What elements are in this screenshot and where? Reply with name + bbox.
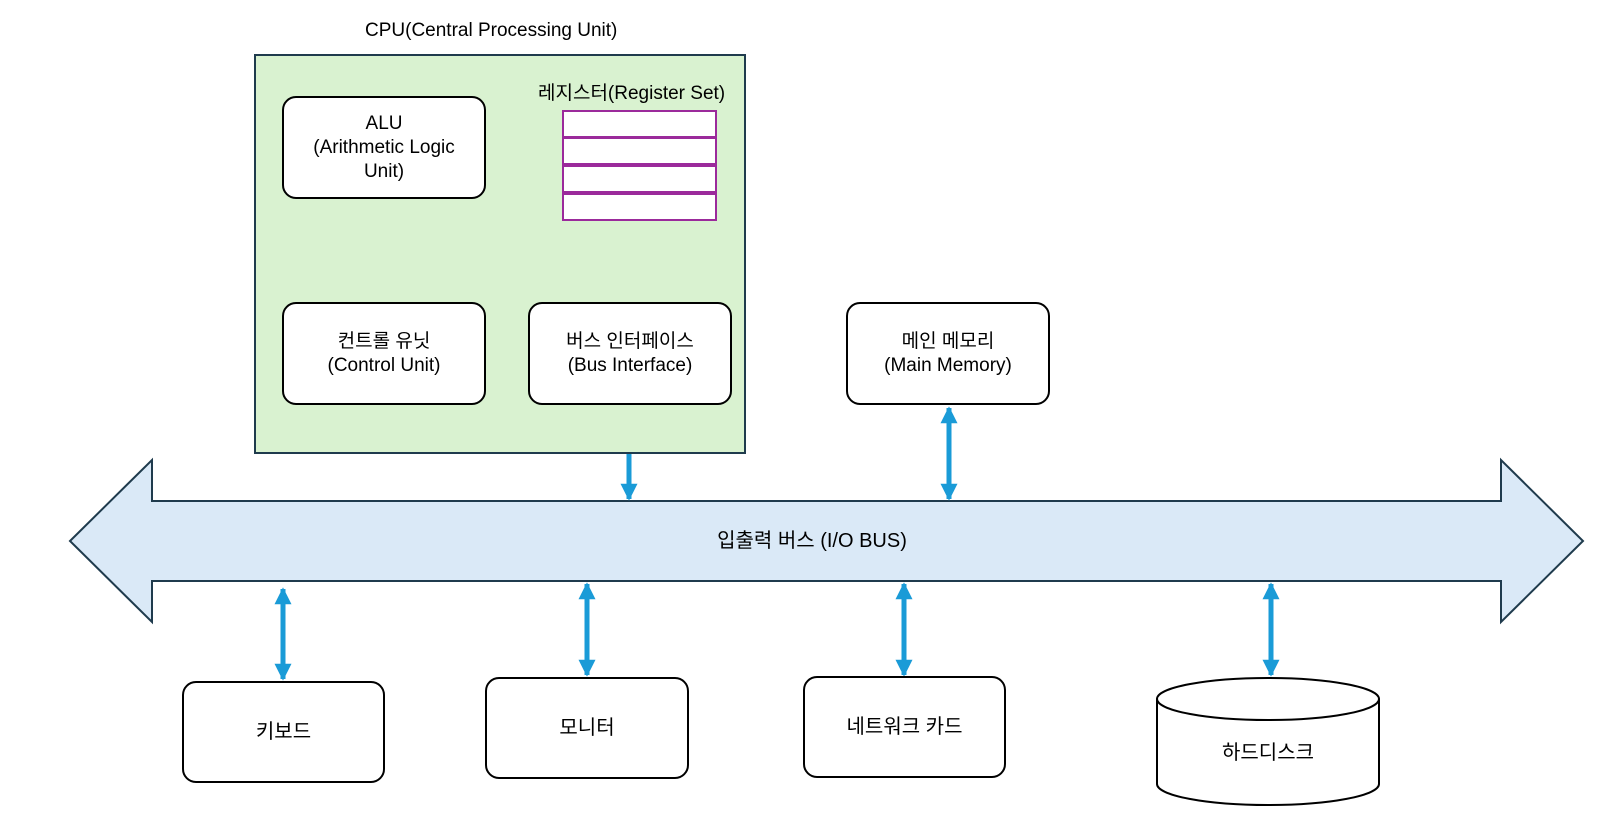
alu-subtitle-2: Unit): [363, 160, 405, 182]
control-unit-box: 컨트롤 유닛 (Control Unit): [282, 302, 486, 405]
main-memory-box: 메인 메모리 (Main Memory): [846, 302, 1050, 405]
control-unit-subtitle: (Control Unit): [327, 354, 441, 376]
keyboard-label: 키보드: [255, 721, 312, 743]
bus-interface-subtitle: (Bus Interface): [567, 354, 693, 376]
control-unit-title: 컨트롤 유닛: [337, 330, 431, 352]
alu-box: ALU (Arithmetic Logic Unit): [282, 96, 486, 199]
hard-disk-cylinder: [1156, 677, 1380, 806]
monitor-label: 모니터: [559, 717, 615, 739]
register-set-label: 레지스터(Register Set): [538, 83, 726, 104]
register-row: [562, 193, 717, 221]
bus-interface-box: 버스 인터페이스 (Bus Interface): [528, 302, 732, 405]
register-row: [562, 110, 717, 138]
register-row: [562, 165, 717, 193]
network-card-label: 네트워크 카드: [846, 716, 963, 738]
cpu-title: CPU(Central Processing Unit): [365, 20, 618, 41]
io-bus-arrow: [68, 457, 1585, 625]
hard-disk-label: 하드디스크: [1222, 742, 1314, 764]
bus-interface-title: 버스 인터페이스: [566, 330, 694, 352]
network-card-box: 네트워크 카드: [803, 676, 1006, 778]
register-row: [562, 137, 717, 165]
alu-title: ALU: [365, 112, 403, 134]
main-memory-subtitle: (Main Memory): [884, 354, 1012, 376]
io-bus-label: 입출력 버스 (I/O BUS): [717, 530, 907, 552]
main-memory-title: 메인 메모리: [901, 330, 995, 352]
monitor-box: 모니터: [485, 677, 689, 779]
keyboard-box: 키보드: [182, 681, 385, 783]
alu-subtitle-1: (Arithmetic Logic: [313, 136, 455, 158]
